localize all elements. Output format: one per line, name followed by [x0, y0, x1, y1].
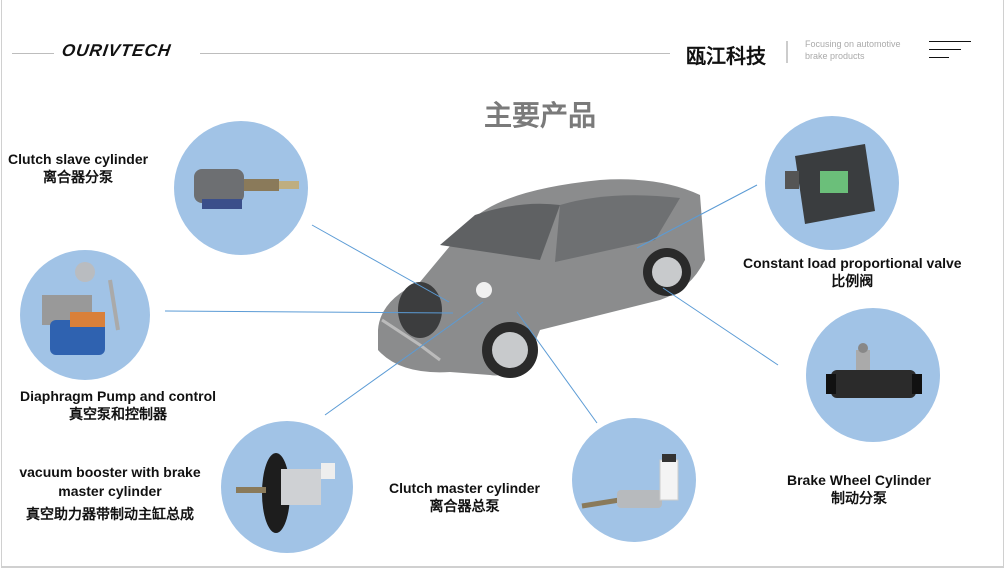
- leader-line-brake-wheel: [662, 287, 779, 366]
- leader-line-proportional-valve: [636, 184, 758, 249]
- label-cn: 离合器分泵: [43, 169, 114, 185]
- page-title: 主要产品: [484, 100, 597, 131]
- label-en: Diaphragm Pump and control: [20, 388, 217, 404]
- label-proportional-valve: Constant load proportional valve 比例阀: [743, 254, 962, 290]
- label-brake-wheel-cylinder: Brake Wheel Cylinder 制动分泵: [787, 471, 931, 507]
- header-rule-left: [12, 53, 54, 54]
- leader-line-diaphragm-pump: [164, 310, 454, 314]
- label-en: vacuum booster with brake master cylinde…: [19, 464, 201, 499]
- label-clutch-slave-cylinder: Clutch slave cylinder 离合器分泵: [8, 150, 148, 186]
- tagline-line-1: Focusing on automotive: [805, 39, 901, 49]
- tagline: Focusing on automotive brake products: [805, 38, 925, 62]
- header-rule: [200, 53, 670, 54]
- product-image-clutch-slave-cylinder: [174, 121, 308, 255]
- brand-name-cn: 瓯江科技: [686, 46, 766, 68]
- product-image-brake-wheel-cylinder: [806, 308, 940, 442]
- label-en: Clutch slave cylinder: [8, 151, 149, 167]
- label-en: Brake Wheel Cylinder: [787, 472, 931, 488]
- divider: [786, 41, 788, 63]
- label-cn: 真空泵和控制器: [69, 406, 167, 422]
- label-cn: 真空助力器带制动主缸总成: [26, 506, 194, 522]
- hamburger-menu-icon[interactable]: [929, 41, 974, 61]
- label-diaphragm-pump: Diaphragm Pump and control 真空泵和控制器: [20, 387, 216, 423]
- leader-line-vacuum-booster: [324, 301, 484, 416]
- product-image-proportional-valve: [765, 116, 899, 250]
- leader-line-clutch-master: [516, 311, 598, 424]
- label-en: Constant load proportional valve: [743, 255, 962, 271]
- label-en: Clutch master cylinder: [389, 480, 540, 496]
- label-cn: 比例阀: [831, 273, 874, 289]
- product-image-vacuum-booster: [221, 421, 353, 553]
- product-image-diaphragm-pump: [20, 250, 150, 380]
- label-cn: 制动分泵: [830, 490, 887, 506]
- label-vacuum-booster: vacuum booster with brake master cylinde…: [10, 463, 210, 524]
- leader-line-clutch-slave: [311, 224, 450, 303]
- label-cn: 离合器总泵: [429, 498, 500, 514]
- leader-lines: [164, 184, 779, 424]
- label-clutch-master-cylinder: Clutch master cylinder 离合器总泵: [389, 479, 540, 515]
- tagline-line-2: brake products: [805, 51, 865, 61]
- product-image-clutch-master-cylinder: [572, 418, 696, 542]
